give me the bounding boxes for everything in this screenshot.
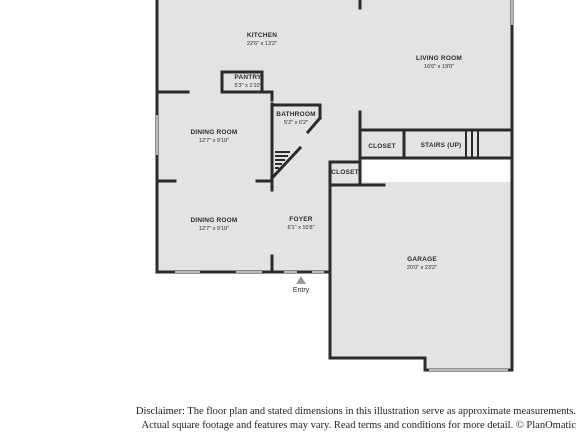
room-name-dining-room-2: DINING ROOM <box>191 217 238 224</box>
floor-garage <box>330 182 512 368</box>
room-name-pantry: PANTRY <box>234 74 262 81</box>
wall-bath-diag <box>269 145 303 181</box>
room-dims-kitchen: 22'6" x 13'2" <box>247 41 277 47</box>
floor-main <box>157 0 512 272</box>
wall-bath-top2 <box>270 103 322 120</box>
wall-closet2 <box>328 160 386 187</box>
wall-pantry <box>220 70 264 94</box>
room-labels: KITCHEN 22'6" x 13'2" LIVING ROOM 16'6" … <box>191 32 462 294</box>
wall-bath-east <box>305 115 323 135</box>
room-name-garage: GARAGE <box>407 256 437 263</box>
shower-hatch <box>275 151 290 169</box>
room-dims-pantry: 5'3" x 1'10" <box>234 83 261 89</box>
room-name-kitchen: KITCHEN <box>247 32 277 39</box>
room-name-dining-room-1: DINING ROOM <box>191 129 238 136</box>
disclaimer-line-1: Disclaimer: The floor plan and stated di… <box>135 406 576 417</box>
room-name-stairs: STAIRS (UP) <box>421 142 462 149</box>
windows <box>156 0 513 371</box>
room-dims-bathroom: 5'2" x 6'2" <box>284 120 308 126</box>
room-dims-garage: 20'0" x 23'2" <box>407 265 437 271</box>
room-name-foyer: FOYER <box>289 216 312 223</box>
room-dims-dining-room-2: 12'7" x 9'10" <box>199 226 229 232</box>
room-dims-dining-room-1: 12'7" x 9'10" <box>199 138 229 144</box>
stair-treads <box>465 130 479 158</box>
room-name-closet-1: CLOSET <box>368 143 396 150</box>
entry-arrow-icon <box>296 276 306 284</box>
room-dims-foyer: 6'1" x 10'8" <box>287 225 314 231</box>
room-dims-living-room: 16'6" x 19'0" <box>424 64 454 70</box>
disclaimer-line-2: Actual square footage and features may v… <box>141 420 576 431</box>
floor-areas <box>157 0 512 368</box>
room-name-bathroom: BATHROOM <box>276 111 315 118</box>
room-name-living-room: LIVING ROOM <box>416 55 462 62</box>
room-name-closet-2: CLOSET <box>331 169 359 176</box>
entry-label: Entry <box>293 287 310 294</box>
